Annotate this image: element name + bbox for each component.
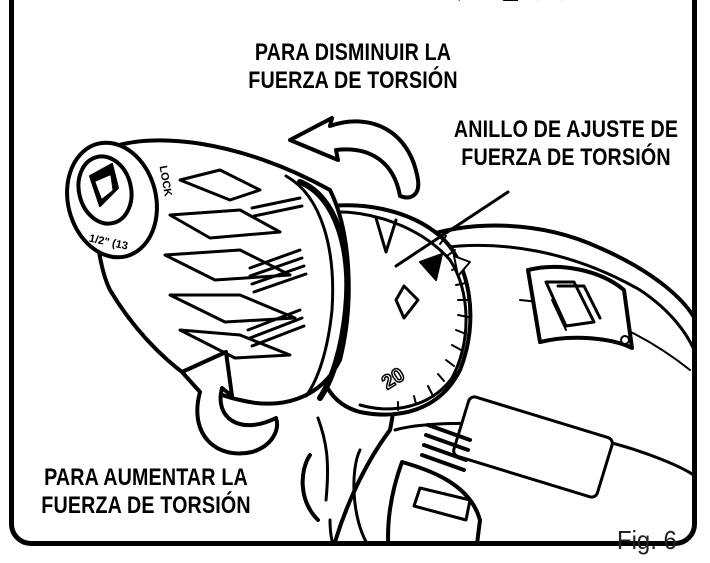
increase-label-line-1: PARA AUMENTAR LA: [44, 464, 248, 491]
decrease-torque-arrow: [288, 116, 421, 200]
ring-label-line-1: ANILLO DE AJUSTE DE: [453, 116, 679, 143]
torque-ring-label: ANILLO DE AJUSTE DE FUERZA DE TORSIÓN: [423, 116, 708, 172]
decrease-label-line-2: FUERZA DE TORSIÓN: [248, 67, 458, 94]
decrease-label-line-1: PARA DISMINUIR LA: [254, 39, 452, 66]
increase-label-line-2: FUERZA DE TORSIÓN: [41, 492, 251, 519]
figure-caption: Fig. 6: [617, 525, 677, 555]
ring-label-line-2: FUERZA DE TORSIÓN: [461, 144, 671, 171]
increase-torque-arrow: [180, 350, 279, 456]
torque-adjustment-ring: 20: [308, 203, 473, 417]
chuck-ribs: [163, 168, 308, 360]
forward-reverse-switch: [526, 264, 634, 350]
chuck-lock-text: LOCK: [157, 165, 174, 198]
chuck-sleeve: LOCK 1/2" (13: [65, 138, 351, 406]
increase-torque-label: PARA AUMENTAR LA FUERZA DE TORSIÓN: [16, 464, 275, 520]
vent-slots: [420, 423, 472, 472]
decrease-torque-label: PARA DISMINUIR LA FUERZA DE TORSIÓN: [226, 39, 480, 95]
ring-leader-line: [394, 190, 510, 268]
